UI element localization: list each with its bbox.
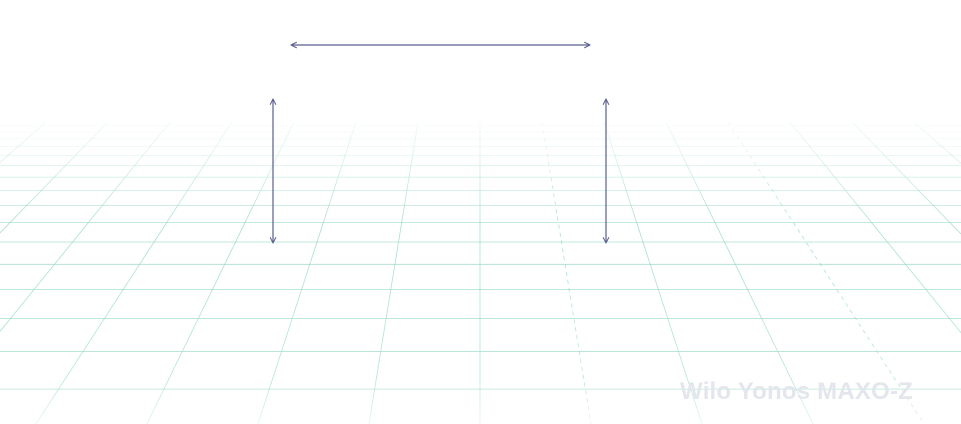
grid-perspective-line <box>727 121 925 424</box>
grid-perspective-line <box>257 121 357 424</box>
grid-perspective-line <box>665 121 814 424</box>
grid-perspective-line <box>0 121 47 164</box>
dimension-arrows <box>273 45 606 243</box>
product-name-watermark: Wilo Yonos MAXO-Z <box>680 378 913 405</box>
grid-perspective-line <box>0 121 109 234</box>
grid-perspective-line <box>541 121 592 424</box>
perspective-floor-grid <box>0 121 961 424</box>
grid-perspective-line <box>603 121 703 424</box>
grid-perspective-line <box>851 121 961 235</box>
grid-perspective-line <box>0 121 171 333</box>
grid-perspective-line <box>368 121 419 424</box>
grid-perspective-line <box>146 121 295 424</box>
grid-perspective-line <box>789 121 961 334</box>
grid-perspective-line <box>913 121 961 164</box>
grid-perspective-line <box>35 121 233 424</box>
